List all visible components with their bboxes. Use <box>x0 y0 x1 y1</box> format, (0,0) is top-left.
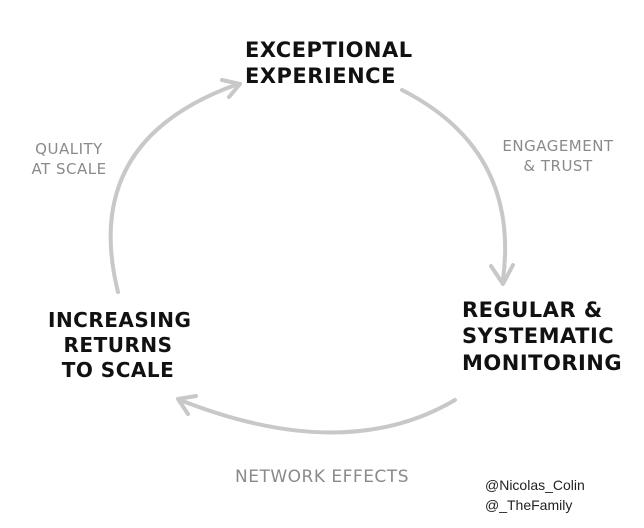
arrowhead-monitoring <box>489 263 515 286</box>
credit-the-family: @_TheFamily <box>485 497 573 514</box>
node-returns-line2: Returns <box>63 333 173 357</box>
arrow-monitoring-to-returns <box>178 398 457 435</box>
edge-label-network-effects: Network Effects <box>235 466 409 489</box>
arrow-experience-to-monitoring <box>400 88 508 282</box>
node-monitoring-line3: Monitoring <box>462 350 623 375</box>
node-monitoring-line1: Regular & <box>462 298 603 322</box>
arrow-returns-to-experience <box>108 82 240 294</box>
edge-engagement-line2: & Trust <box>523 157 593 176</box>
author-credits: @Nicolas_Colin @_TheFamily <box>485 475 585 516</box>
node-returns-line1: Increasing <box>48 308 192 332</box>
edge-label-quality-at-scale: Quality at Scale <box>24 139 114 180</box>
credit-nicolas-colin: @Nicolas_Colin <box>485 477 585 493</box>
node-exceptional-experience-line2: Experience <box>245 64 396 89</box>
node-exceptional-experience-line1: Exceptional <box>245 38 413 62</box>
node-regular-systematic-monitoring: Regular & Systematic Monitoring <box>462 297 622 376</box>
edge-quality-line2: at Scale <box>31 160 107 179</box>
node-increasing-returns-to-scale: Increasing Returns to Scale <box>48 308 192 383</box>
edge-label-engagement-trust: Engagement & Trust <box>498 136 618 177</box>
edge-engagement-line1: Engagement <box>502 137 614 155</box>
node-returns-line3: to Scale <box>61 358 175 382</box>
arrowhead-returns <box>176 394 198 416</box>
edge-quality-line1: Quality <box>35 140 103 158</box>
node-exceptional-experience: Exceptional Experience <box>245 37 413 90</box>
node-monitoring-line2: Systematic <box>462 324 615 349</box>
arrowhead-experience <box>220 78 242 99</box>
edge-network-line1: Network Effects <box>235 467 409 487</box>
